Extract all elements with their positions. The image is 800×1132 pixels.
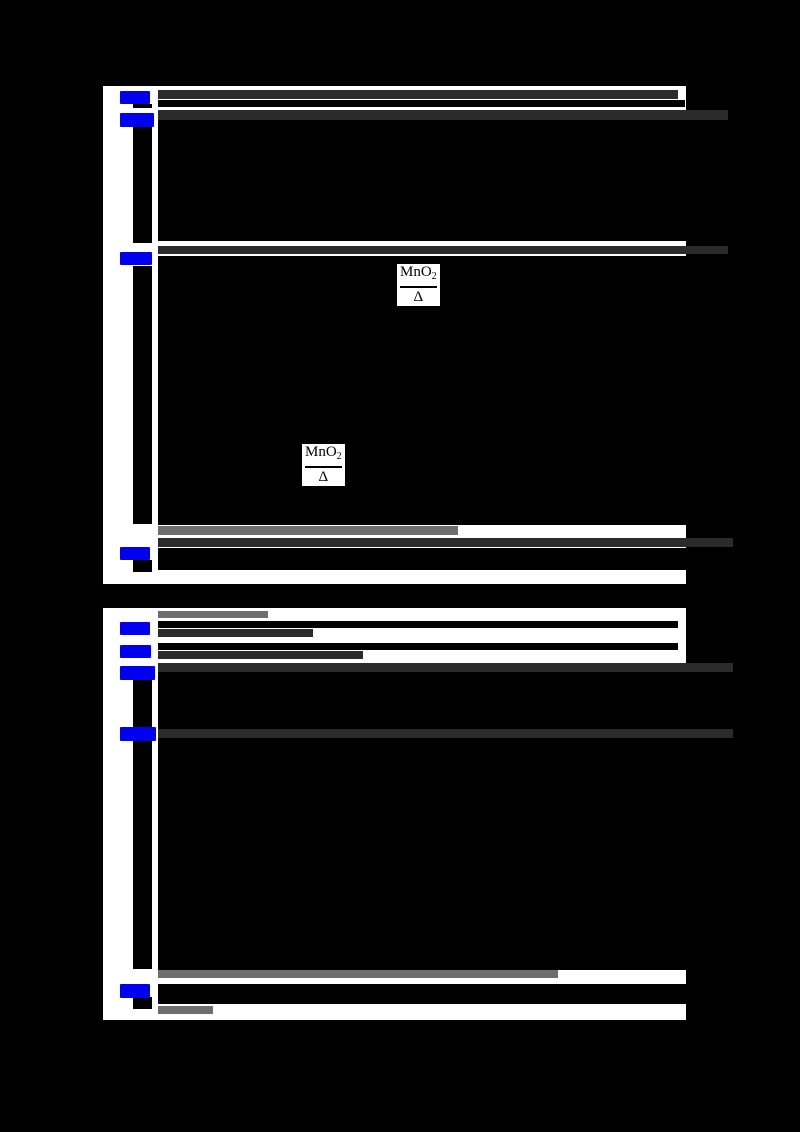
redacted-text-block <box>158 672 733 729</box>
redacted-text-block <box>158 90 678 99</box>
question-number-marker[interactable] <box>120 984 150 998</box>
catalyst-formula-subscript: 2 <box>431 271 437 282</box>
redacted-label-column <box>133 104 152 108</box>
redacted-text-block <box>158 621 678 628</box>
question-number-marker[interactable] <box>120 666 155 680</box>
redacted-text-block <box>158 110 728 120</box>
redacted-label-column <box>133 997 152 1009</box>
redacted-label-column <box>133 678 152 728</box>
catalyst-formula-base: MnO <box>305 444 337 460</box>
heat-symbol: Δ <box>413 289 424 305</box>
redacted-label-column <box>133 741 152 969</box>
question-number-marker[interactable] <box>120 645 151 658</box>
redacted-text-block <box>158 651 363 659</box>
reaction-arrow-rule <box>305 466 342 468</box>
redacted-text-block <box>158 984 733 1004</box>
question-number-marker[interactable] <box>120 113 154 127</box>
page-sheet-page-2 <box>103 608 733 1020</box>
redacted-label-column <box>133 126 152 243</box>
redacted-text-block <box>158 611 268 618</box>
redacted-text-block <box>158 246 728 254</box>
redacted-text-block <box>158 643 678 650</box>
question-number-marker[interactable] <box>120 547 150 560</box>
catalyst-formula-subscript: 2 <box>336 451 342 462</box>
question-number-marker[interactable] <box>120 91 150 104</box>
redacted-text-block <box>158 970 558 978</box>
redacted-text-block <box>158 1006 213 1014</box>
redacted-text-block <box>158 120 733 241</box>
catalyst-formula: MnO2 <box>400 264 437 285</box>
redacted-text-block <box>158 663 733 672</box>
redacted-text-block <box>158 548 733 570</box>
redacted-text-block <box>158 729 733 738</box>
catalyst-formula-base: MnO <box>400 264 432 280</box>
redacted-text-block <box>158 256 733 525</box>
catalyst-formula: MnO2 <box>305 444 342 465</box>
redacted-text-block <box>158 538 733 547</box>
redacted-label-column <box>133 560 152 572</box>
heat-symbol: Δ <box>318 469 329 485</box>
redacted-text-block <box>158 738 733 970</box>
question-number-marker[interactable] <box>120 727 156 741</box>
question-number-marker[interactable] <box>120 622 150 635</box>
redacted-label-column <box>133 266 152 524</box>
redacted-text-block <box>158 629 313 637</box>
redacted-text-block <box>158 526 458 535</box>
question-number-marker[interactable] <box>120 252 152 265</box>
redacted-text-block <box>158 100 685 107</box>
reaction-arrow-rule <box>400 286 437 288</box>
